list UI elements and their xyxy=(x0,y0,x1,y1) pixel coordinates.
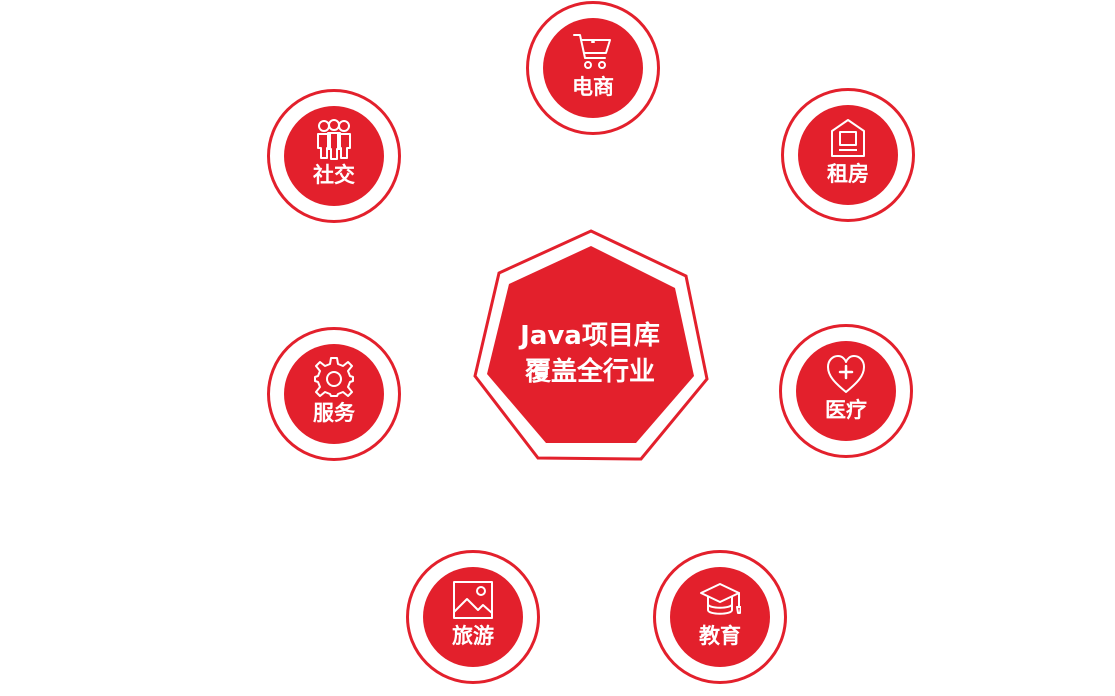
node-travel-label: 旅游 xyxy=(452,624,494,648)
heart-plus-icon xyxy=(825,353,867,395)
node-ecommerce-label: 电商 xyxy=(572,75,614,99)
node-rental[interactable]: 租房 xyxy=(781,88,915,222)
node-service[interactable]: 服务 xyxy=(267,327,401,461)
house-icon xyxy=(827,117,869,159)
center-title-line2: 覆盖全行业 xyxy=(524,357,655,387)
gear-icon xyxy=(313,356,355,398)
node-medical-label: 医疗 xyxy=(825,398,867,422)
center-title-line1: Java项目库 xyxy=(520,321,660,351)
node-medical-disc: 医疗 xyxy=(796,341,896,441)
node-social-label: 社交 xyxy=(313,163,355,187)
center-title: Java项目库 覆盖全行业 xyxy=(490,318,690,390)
node-travel[interactable]: 旅游 xyxy=(406,550,540,684)
node-travel-disc: 旅游 xyxy=(423,567,523,667)
node-rental-label: 租房 xyxy=(827,162,869,186)
node-service-label: 服务 xyxy=(313,401,355,425)
node-education-label: 教育 xyxy=(699,624,741,648)
node-ecommerce-disc: 电商 xyxy=(543,18,643,118)
center-heptagon-inner xyxy=(487,246,694,443)
node-service-disc: 服务 xyxy=(284,344,384,444)
people-icon xyxy=(313,118,355,160)
node-ecommerce[interactable]: 电商 xyxy=(526,1,660,135)
node-education[interactable]: 教育 xyxy=(653,550,787,684)
picture-icon xyxy=(452,579,494,621)
node-education-disc: 教育 xyxy=(670,567,770,667)
node-medical[interactable]: 医疗 xyxy=(779,324,913,458)
graduation-cap-icon xyxy=(699,579,741,621)
node-social[interactable]: 社交 xyxy=(267,89,401,223)
node-rental-disc: 租房 xyxy=(798,105,898,205)
node-social-disc: 社交 xyxy=(284,106,384,206)
shopping-cart-icon xyxy=(572,30,614,72)
